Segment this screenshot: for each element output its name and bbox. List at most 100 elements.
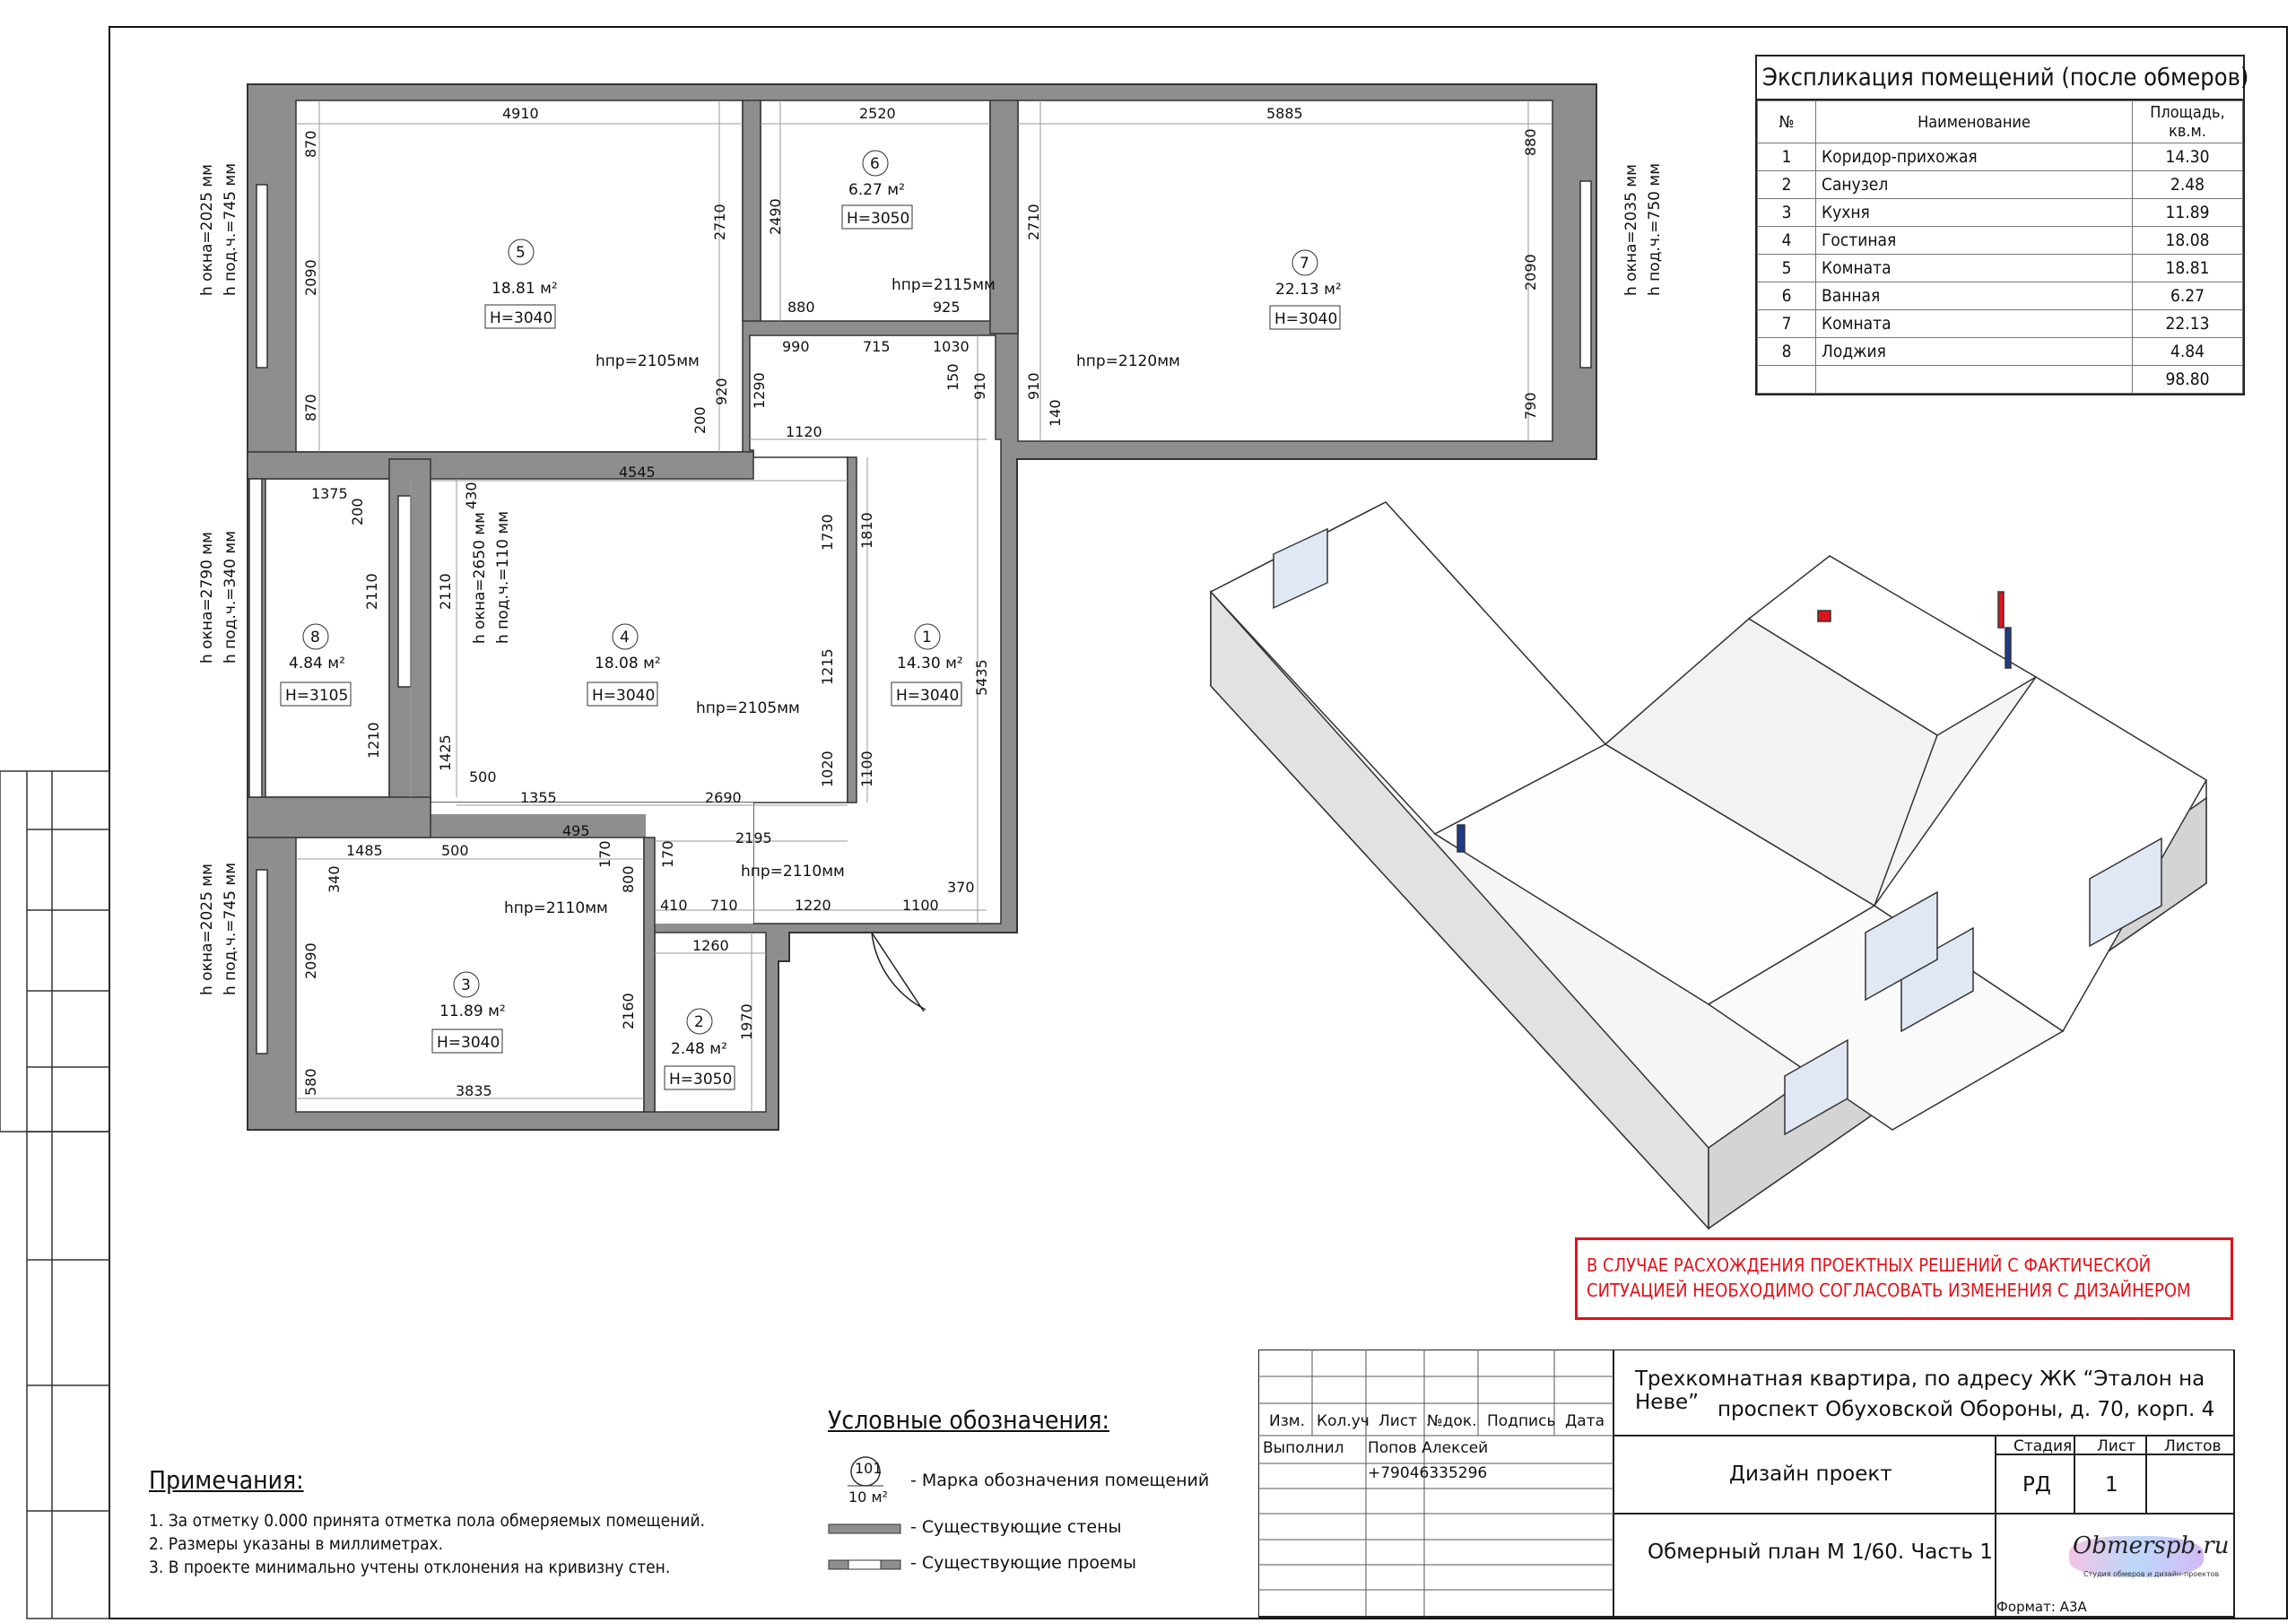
legend-title: Условные обозначения: bbox=[828, 1405, 1109, 1435]
iso-window-3 bbox=[1900, 926, 1974, 1033]
dim: 1290 bbox=[751, 372, 768, 409]
iso-window-2 bbox=[1784, 1038, 1848, 1136]
stamp-sheet: 1 bbox=[2105, 1473, 2118, 1497]
dim: 150 bbox=[944, 363, 961, 391]
legend-symbols bbox=[828, 1456, 901, 1570]
room-num: 2 bbox=[694, 1013, 704, 1031]
dim: 2090 bbox=[302, 942, 319, 979]
window-5 bbox=[256, 184, 268, 369]
dim: 2520 bbox=[859, 105, 896, 122]
dim-labels-h: 4910 2520 5885 880 925 990 715 1030 1120… bbox=[311, 105, 1303, 1099]
room-area: 2.48 м² bbox=[671, 1040, 727, 1058]
logo-subtitle: Студия обмеров и дизайн-проектов bbox=[2083, 1570, 2220, 1578]
stamp-h-izm: Изм. bbox=[1269, 1412, 1305, 1430]
window-sill: h под.ч.=340 мм bbox=[222, 531, 239, 664]
window-sill: h под.ч.=110 мм bbox=[494, 511, 512, 644]
dim: 200 bbox=[349, 498, 366, 525]
iso-riser-red bbox=[1817, 610, 1831, 622]
iso-riser-blue bbox=[2005, 627, 2012, 669]
room-num: 6 bbox=[870, 155, 880, 173]
dim: 1215 bbox=[819, 648, 836, 685]
stamp-stage: РД bbox=[2022, 1473, 2051, 1497]
window-height: h окна=2790 мм bbox=[198, 532, 216, 664]
dim: 1355 bbox=[520, 789, 557, 806]
window-height: h окна=2025 мм bbox=[198, 864, 216, 995]
explication-title: Экспликация помещений (после обмеров) bbox=[1757, 56, 2248, 100]
room-area: 18.08 м² bbox=[595, 655, 661, 673]
window-8 bbox=[248, 478, 263, 798]
legend-walls-label: - Существующие стены bbox=[910, 1517, 1122, 1537]
dim: 1260 bbox=[692, 937, 729, 954]
room-num: 5 bbox=[516, 244, 526, 262]
window-sill: h под.ч.=745 мм bbox=[222, 163, 239, 296]
room-4 bbox=[430, 456, 848, 803]
stamp-h-sheet: Лист bbox=[2097, 1437, 2136, 1455]
dim: 5435 bbox=[973, 659, 990, 696]
stamp-project: Дизайн проект bbox=[1729, 1462, 1892, 1486]
stamp-h-stage: Стадия bbox=[2013, 1437, 2073, 1455]
dim: 1810 bbox=[858, 512, 875, 549]
room-3 bbox=[295, 837, 645, 1113]
dim: 2090 bbox=[1522, 254, 1539, 291]
room-7 bbox=[1017, 100, 1553, 442]
dim: 495 bbox=[562, 822, 590, 839]
dim: 3835 bbox=[456, 1082, 492, 1099]
dim: 710 bbox=[710, 897, 738, 914]
iso-room-1 bbox=[1604, 618, 1938, 907]
room-area: 22.13 м² bbox=[1275, 281, 1342, 299]
stamp-h-list: Лист bbox=[1378, 1412, 1418, 1430]
dim: 715 bbox=[863, 338, 891, 355]
warning-box: В СЛУЧАЕ РАСХОЖДЕНИЯ ПРОЕКТНЫХ РЕШЕНИЙ С… bbox=[1575, 1237, 2233, 1320]
dim: 910 bbox=[971, 372, 988, 400]
dim: 1375 bbox=[311, 485, 348, 502]
opening-height: hпр=2110мм bbox=[504, 899, 608, 917]
room-marker-4: 4 18.08 м² H=3040 bbox=[587, 623, 661, 707]
dim: 410 bbox=[660, 897, 688, 914]
opening-labels: hпр=2115мм hпр=2105мм hпр=2120мм hпр=210… bbox=[504, 276, 1180, 917]
opening-height: hпр=2115мм bbox=[891, 276, 996, 294]
room-area: 18.81 м² bbox=[491, 280, 558, 298]
notes: Примечания: 1. За отметку 0.000 принята … bbox=[149, 1462, 705, 1581]
col-name: Наименование bbox=[1815, 100, 2133, 143]
col-num: № bbox=[1757, 100, 1816, 143]
stamp-phone: +79046335296 bbox=[1368, 1464, 1488, 1482]
legend-mark-area: 10 м² bbox=[848, 1488, 888, 1506]
room-area: 11.89 м² bbox=[439, 1002, 506, 1020]
entry-door bbox=[871, 932, 926, 1012]
stamp-h-kol: Кол.уч bbox=[1317, 1412, 1370, 1430]
dim: 1030 bbox=[933, 338, 970, 355]
iso-riser-red-2 bbox=[1997, 591, 2005, 629]
room-num: 4 bbox=[620, 629, 630, 647]
title-block: Изм. Кол.уч Лист №док. Подпись Дата Выпо… bbox=[1258, 1350, 2236, 1619]
dim: 800 bbox=[620, 865, 637, 893]
dim: 1970 bbox=[738, 1003, 755, 1040]
room-num: 8 bbox=[310, 629, 320, 647]
room-marker-2: 2 2.48 м² H=3050 bbox=[664, 1008, 735, 1090]
dim: 880 bbox=[787, 299, 815, 316]
opening-height: hпр=2120мм bbox=[1076, 352, 1180, 370]
dim: 2090 bbox=[302, 259, 319, 296]
dim: 1425 bbox=[437, 734, 454, 771]
stamp-h-podp: Подпись bbox=[1487, 1412, 1556, 1430]
dim: 990 bbox=[782, 338, 810, 355]
explication-table: Экспликация помещений (после обмеров) № … bbox=[1755, 55, 2248, 395]
dim: 1210 bbox=[365, 722, 382, 759]
opening-height: hпр=2105мм bbox=[596, 352, 700, 370]
room-marker-6: 6 6.27 м² H=3050 bbox=[841, 150, 913, 230]
room-num: 7 bbox=[1300, 255, 1309, 273]
note-item: 3. В проекте минимально учтены отклонени… bbox=[149, 1558, 671, 1577]
legend: Условные обозначения: bbox=[828, 1405, 1109, 1453]
company-logo: Obmerspb.ru Студия обмеров и дизайн-прое… bbox=[2062, 1520, 2232, 1592]
stamp-format: Формат: А3А bbox=[1996, 1599, 2087, 1615]
col-area: Площадь, кв.м. bbox=[2132, 100, 2243, 143]
legend-openings-label: - Существующие проемы bbox=[910, 1553, 1137, 1573]
stamp-vypolnil: Выполнил bbox=[1263, 1439, 1344, 1457]
note-item: 2. Размеры указаны в миллиметрах. bbox=[149, 1534, 444, 1554]
logo-swoosh bbox=[2069, 1536, 2204, 1577]
